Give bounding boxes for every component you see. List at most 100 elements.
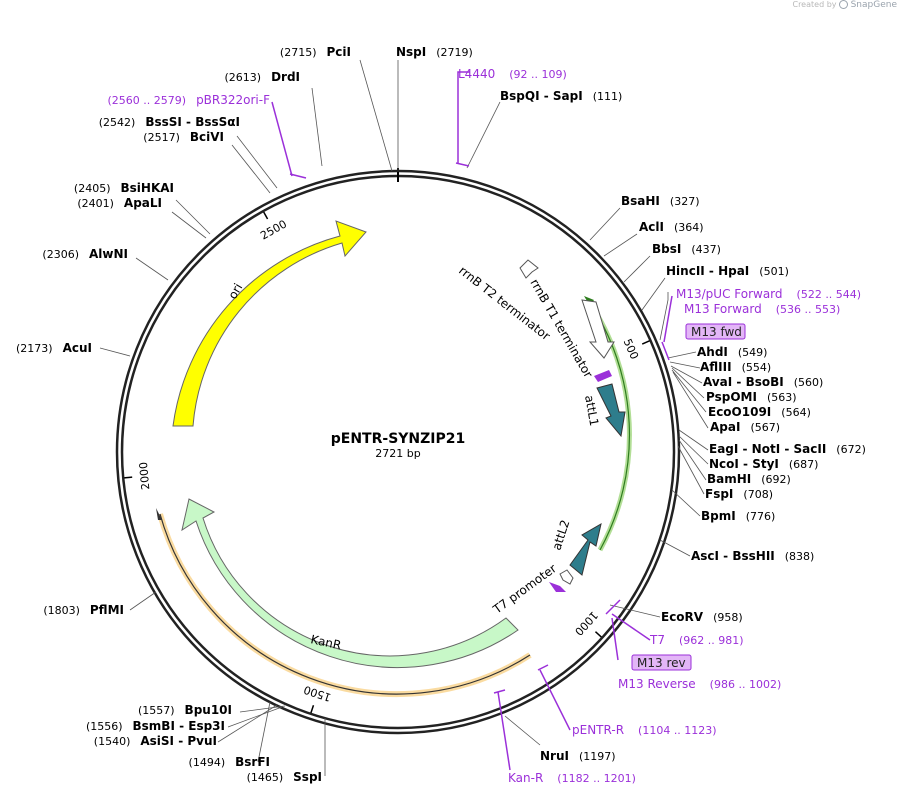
restriction-site-right: AflIII (554) [700, 360, 771, 374]
restriction-site-right: EagI - NotI - SacII(672) [709, 442, 866, 456]
ori-label: ori [225, 281, 245, 302]
site-name: AflIII [700, 360, 732, 374]
watermark-prefix: Created by [792, 0, 837, 9]
left-site-labels: (2715)PciI(2613)DrdI(2542)BssSI - BssSαI… [16, 45, 351, 784]
primer-position: (92 .. 109) [509, 68, 567, 81]
plasmid-length: 2721 bp [375, 447, 420, 460]
site-position: (549) [738, 346, 768, 359]
site-name: NruI [540, 749, 569, 763]
site-name: AcuI [63, 341, 92, 355]
primer-label: L4440 (92 .. 109) [458, 67, 567, 81]
restriction-site-right: HincII - HpaI(501) [666, 264, 789, 278]
restriction-site-right: AclI(364) [639, 220, 704, 234]
site-name: PspOMI [706, 390, 757, 404]
site-position: (2719) [436, 46, 473, 59]
site-position: (2405) [74, 182, 111, 195]
site-position: (1557) [138, 704, 175, 717]
restriction-site-right: NruI(1197) [540, 749, 616, 763]
site-name: BsrFI [235, 755, 270, 769]
restriction-site-right: PspOMI(563) [706, 390, 797, 404]
primer-position: (1182 .. 1201) [557, 772, 636, 785]
site-name: AhdI [697, 345, 728, 359]
restriction-site-left: (1557) Bpu10I [138, 703, 232, 717]
site-position: (327) [670, 195, 700, 208]
tick-mark [641, 340, 650, 345]
tick-label: 500 [621, 337, 641, 361]
site-name: Bpu10I [185, 703, 232, 717]
tick-label: 2500 [258, 217, 289, 242]
primer-name: L4440 [458, 67, 495, 81]
site-position: (437) [691, 243, 721, 256]
site-name: NspI [396, 45, 426, 59]
primer-label: M13 Reverse(986 .. 1002) [618, 677, 781, 691]
site-name: SspI [293, 770, 322, 784]
site-name: AlwNI [89, 247, 128, 261]
site-name: PflMI [90, 603, 124, 617]
orange-orf-head [156, 508, 162, 520]
primer-label: M13 Forward(536 .. 553) [684, 302, 840, 316]
site-name: BsiHKAI [121, 181, 175, 195]
restriction-site-right: AscI - BssHII(838) [691, 549, 814, 563]
purple-marker-top [594, 370, 612, 382]
site-name: DrdI [271, 70, 300, 84]
primer-label: M13 rev [637, 656, 686, 670]
tick-mark [310, 705, 315, 714]
site-position: (560) [794, 376, 824, 389]
site-position: (2542) [99, 116, 136, 129]
restriction-site-right: BamHI(692) [707, 472, 791, 486]
site-leader-lines [99, 59, 709, 776]
restriction-site-left: (2306)AlwNI [42, 247, 128, 261]
watermark-brand: SnapGene [850, 0, 897, 10]
snapgene-logo-icon [839, 0, 849, 9]
site-name: PciI [327, 45, 352, 59]
plasmid-name: pENTR-SYNZIP21 [331, 431, 465, 447]
site-name: BbsI [652, 242, 681, 256]
site-position: (1540) [94, 735, 131, 748]
primer-position: (2560 .. 2579) [108, 94, 187, 107]
restriction-site-right: NcoI - StyI(687) [709, 457, 818, 471]
restriction-site-left: (1494)BsrFI [189, 755, 270, 769]
primer-markers [271, 71, 673, 771]
restriction-site-right: NspI (2719) [396, 45, 473, 59]
restriction-site-right: BsaHI(327) [621, 194, 700, 208]
site-position: (2517) [143, 131, 180, 144]
site-position: (111) [593, 90, 623, 103]
primer-position: (986 .. 1002) [710, 678, 782, 691]
site-name: FspI [705, 487, 733, 501]
green-orf-line [587, 299, 630, 551]
restriction-site-left: (1540)AsiSI - PvuI [94, 734, 217, 748]
site-name: EcoRV [661, 610, 704, 624]
t7-promoter-label: T7 promoter [490, 561, 559, 617]
primer-label: (2560 .. 2579) pBR322ori-F [108, 93, 271, 107]
site-position: (776) [746, 510, 776, 523]
right-site-labels: NspI(2719)BspQI - SapI(111)BsaHI(327)Acl… [396, 45, 866, 763]
kanr-feature-arrow [181, 498, 519, 668]
restriction-site-left: (2517)BciVI [143, 130, 224, 144]
primer-name: pBR322ori-F [196, 93, 270, 107]
site-position: (2715) [280, 46, 317, 59]
tick-label: 1000 [572, 609, 600, 638]
attl1-feature-arrow [596, 383, 626, 438]
site-position: (672) [836, 443, 866, 456]
site-name: BamHI [707, 472, 751, 486]
tick-mark [263, 211, 269, 220]
restriction-site-left: (2173)AcuI [16, 341, 92, 355]
attl1-label: attL1 [582, 394, 601, 427]
site-position: (364) [674, 221, 704, 234]
site-position: (554) [742, 361, 772, 374]
primer-label: T7(962 .. 981) [649, 633, 744, 647]
snapgene-watermark: Created by SnapGene [792, 0, 897, 10]
restriction-site-left: (2542)BssSI - BssSαI [99, 115, 240, 129]
site-name: ApaLI [124, 196, 162, 210]
site-position: (838) [785, 550, 815, 563]
primer-position: (962 .. 981) [679, 634, 744, 647]
site-position: (687) [789, 458, 819, 471]
primer-name: Kan-R [508, 771, 543, 785]
primer-position: (1104 .. 1123) [638, 724, 717, 737]
ori-feature-arrow [172, 220, 367, 427]
restriction-site-right: BbsI (437) [652, 242, 721, 256]
tick-mark [124, 476, 133, 479]
rrnb-t2-label: rrnB T2 terminator [456, 263, 553, 343]
primer-box [685, 323, 746, 340]
